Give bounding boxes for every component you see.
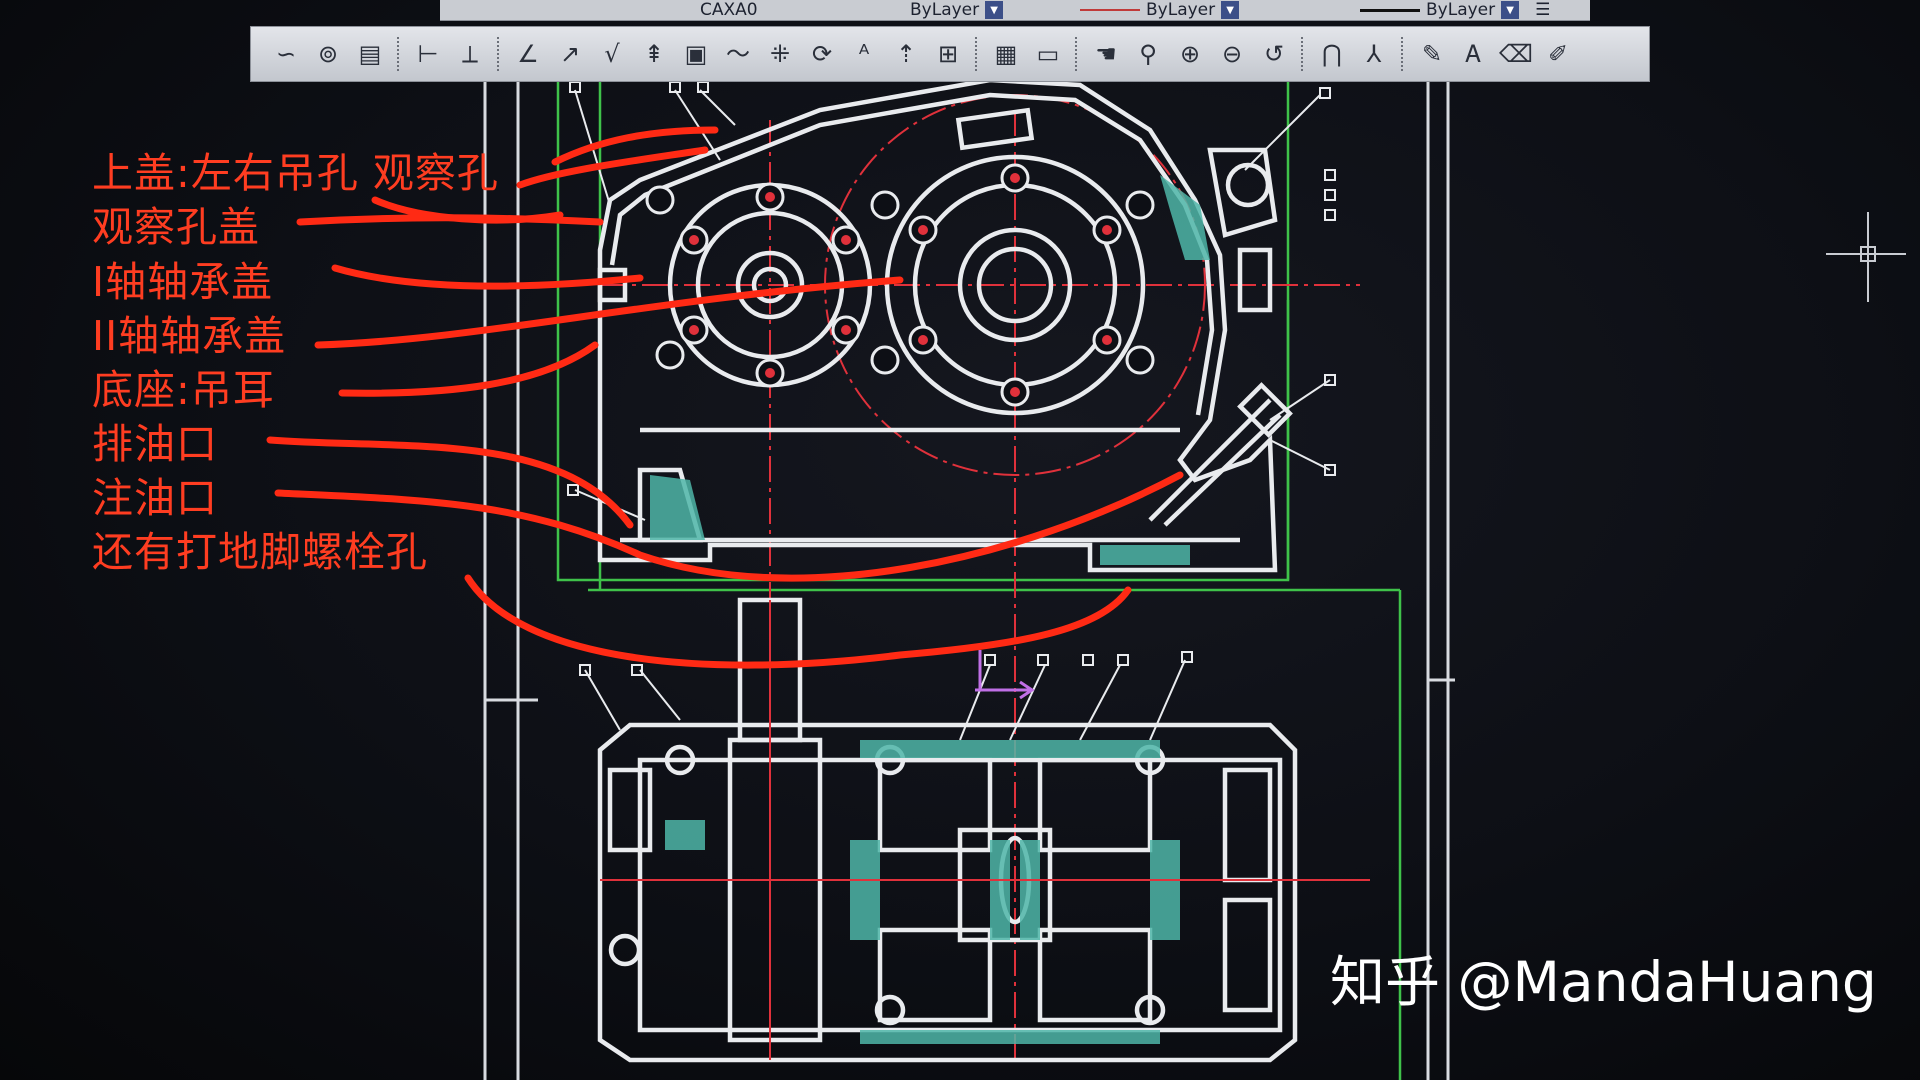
stroke-top-cover [551,126,719,166]
plan-view-red-lines [600,600,1370,1060]
angle-dimension-icon[interactable]: ∠ [517,40,539,68]
annotation-top-cover: 上盖:左右吊孔 观察孔 [92,149,499,197]
aligned-dimension-icon[interactable]: ⟂ [461,40,478,68]
stroke-foundation-bolt [464,574,1132,669]
rotate-icon[interactable]: ⟳ [811,40,833,68]
color-dropdown[interactable]: ByLayer ▼ ☰ [1360,0,1550,20]
annotation-foundation-bolt-holes: 还有打地脚螺栓孔 [92,528,428,576]
stroke-filler [274,471,1184,582]
stroke-shaft2-cap [314,276,904,349]
lasso-icon[interactable]: ∽ [275,40,297,68]
gearbox-top-view [597,77,1293,573]
annotation-strokes [266,126,1184,669]
coordinate-icon[interactable]: ⅄ [1366,40,1382,68]
annotation-shaft1-bearing-cap: I轴轴承盖 [92,258,274,306]
zoom-in-icon[interactable]: ⊕ [1179,40,1201,68]
annotation-shaft2-bearing-cap: II轴轴承盖 [92,312,287,360]
property-toolbar: CAXA0 ByLayer ▼ ByLayer ▼ ByLayer ▼ ☰ [440,0,1590,21]
zoom-previous-icon[interactable]: ↺ [1263,40,1285,68]
toolbar-separator [1075,37,1079,71]
magenta-dimension-arrow [975,650,1035,700]
cut-text: CAXA0 [700,0,758,20]
annotation-oil-drain: 排油口 [92,420,218,468]
arc-dimension-icon[interactable]: ↗ [559,40,581,68]
section-hatching-top [650,175,1210,565]
toolbar-separator [397,37,401,71]
edit-icon[interactable]: ✐ [1547,40,1569,68]
red-line-swatch [1080,9,1140,11]
text-style-icon[interactable]: Ꭺ [1465,40,1483,68]
toolbar-separator [1401,37,1405,71]
section-hatching-bottom [665,740,1180,1044]
zoom-icon[interactable]: ⚲ [1139,40,1157,68]
annotation-oil-filler: 注油口 [92,474,218,522]
lineweight-dropdown[interactable]: ByLayer ▼ [1080,0,1240,20]
stroke-inspection-cover-2 [371,196,564,224]
drawing-toolbar: ∽ ⊚ ▤ ⊢ ⟂ ∠ ↗ √ ⇞ ▣ 〜 ⁜ ⟳ ᴬ ⇡ ⊞ ▦ ▭ ☚ ⚲ … [250,26,1650,82]
stroke-top-cover-2 [516,146,709,189]
drawing-frame [483,80,1455,1080]
bolt-centers [689,173,1112,397]
eraser-icon[interactable]: ⌫ [1499,40,1533,68]
chevron-down-icon[interactable]: ▼ [985,1,1004,19]
part-balloons [567,81,1336,676]
stroke-drain [266,436,634,529]
menu-icon[interactable]: ☰ [1535,0,1551,20]
annotation-base-lifting-lug: 底座:吊耳 [92,366,275,414]
chevron-down-icon[interactable]: ▼ [1501,1,1520,19]
pan-icon[interactable]: ▤ [358,40,382,68]
linetype-dropdown[interactable]: ByLayer ▼ [910,0,1004,20]
pan-hand-icon[interactable]: ☚ [1095,40,1117,68]
spline-icon[interactable]: 〜 [726,40,750,68]
magnet-icon[interactable]: ⋂ [1322,40,1342,68]
toolbar-separator [975,37,979,71]
linear-dimension-icon[interactable]: ⊢ [417,40,439,68]
leader-icon[interactable]: ⇞ [643,40,665,68]
toolbar-separator [1301,37,1305,71]
zoom-window-icon[interactable]: ⊚ [317,40,339,68]
annotation-inspection-cover: 观察孔盖 [92,203,260,251]
symbol-icon[interactable]: ⊞ [937,40,959,68]
pen-icon[interactable]: ✎ [1421,40,1443,68]
zoom-out-icon[interactable]: ⊖ [1221,40,1243,68]
properties-icon[interactable]: ▦ [994,40,1018,68]
datum-icon[interactable]: ⇡ [895,40,917,68]
black-line-swatch [1360,8,1420,12]
text-icon[interactable]: ᴬ [858,40,870,68]
layer-icon[interactable]: ▭ [1036,40,1060,68]
tolerance-icon[interactable]: ▣ [684,40,708,68]
center-mark-icon[interactable]: ⁜ [769,40,791,68]
stroke-shaft1-cap [331,264,644,290]
chevron-down-icon[interactable]: ▼ [1221,1,1240,19]
watermark: 知乎 @MandaHuang [1330,950,1877,1014]
radius-dimension-icon[interactable]: √ [604,40,620,68]
toolbar-separator [497,37,501,71]
stroke-base-lug [338,341,599,397]
crosshair-cursor-icon [1826,212,1906,302]
